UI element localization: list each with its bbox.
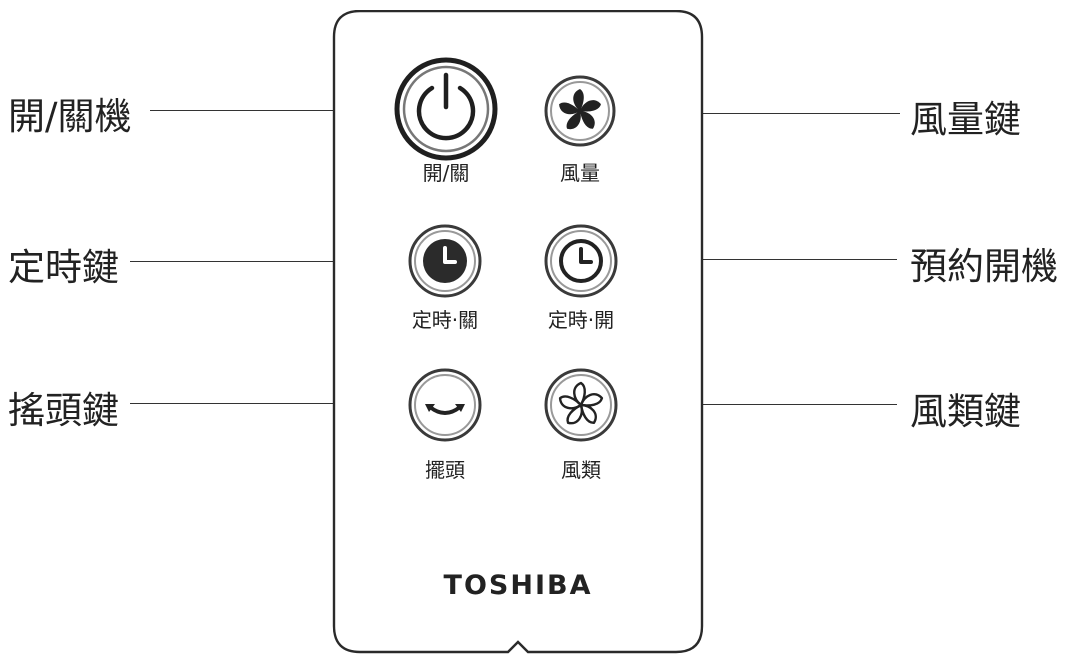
mode-label: 風類 [561,458,601,482]
leader-line-power [150,110,400,111]
swing-arrow-icon [408,368,482,442]
leader-line-mode [615,404,897,405]
remote-outline [332,10,704,654]
timer-on-button[interactable] [544,224,618,298]
power-label: 開/關 [422,161,470,185]
leader-line-schedule [615,259,897,260]
swing-label: 擺頭 [425,458,465,482]
callout-timer: 定時鍵 [8,246,119,289]
leader-line-swing [130,403,412,404]
swing-button[interactable] [408,368,482,442]
callout-mode: 風類鍵 [910,390,1021,433]
fan-outline-icon [544,368,618,442]
power-icon [394,57,498,161]
clock-outline-icon [544,224,618,298]
leader-line-speed [610,113,900,114]
callout-schedule: 預約開機 [910,245,1058,288]
timer-off-label: 定時·關 [411,308,479,332]
callout-speed: 風量鍵 [910,98,1021,141]
callout-swing: 搖頭鍵 [8,389,119,432]
speed-label: 風量 [560,161,600,185]
timer-off-button[interactable] [408,224,482,298]
remote-control: 開/關 風量 定時·關 [332,10,704,662]
brand-logo: TOSHIBA [443,570,593,601]
callout-power: 開/關機 [8,95,132,138]
speed-button[interactable] [544,75,616,147]
fan-icon [544,75,616,147]
timer-on-label: 定時·開 [547,308,615,332]
leader-line-timer [130,261,412,262]
mode-button[interactable] [544,368,618,442]
power-button[interactable] [394,57,498,161]
clock-icon [408,224,482,298]
